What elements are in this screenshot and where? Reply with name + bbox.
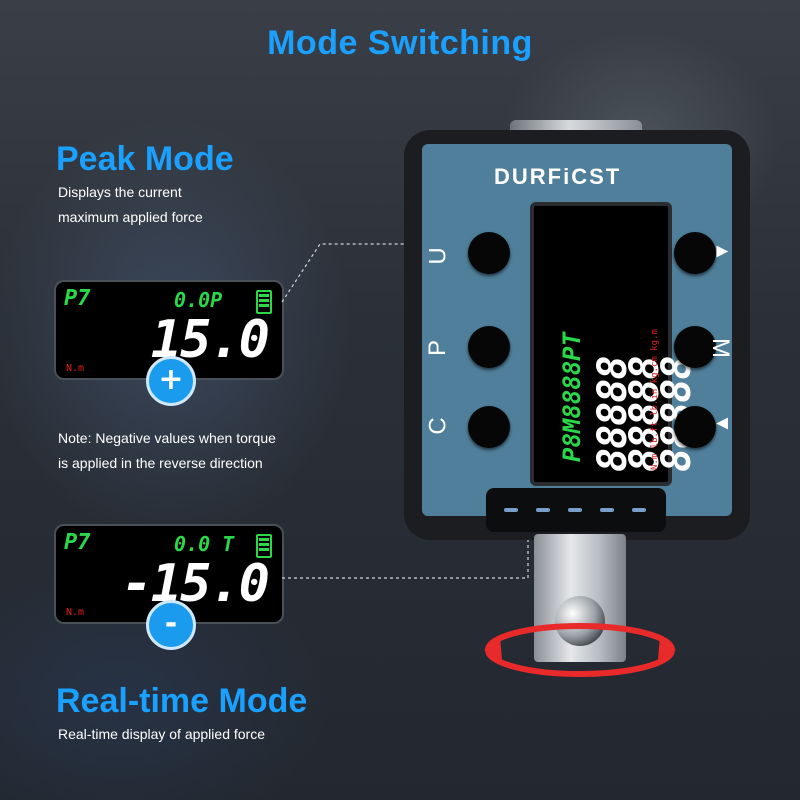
device-face: DURFiCST P8M8888PT 88888 88888 88888 N.m… <box>422 144 734 532</box>
u-label: U <box>424 247 452 265</box>
mode-button[interactable] <box>674 326 716 368</box>
led-bar <box>486 488 666 532</box>
arrow-up-icon: ▲ <box>711 241 734 262</box>
detent-ball <box>555 596 605 646</box>
realtime-mode-description: Real-time display of applied force <box>58 726 265 742</box>
right-down-button[interactable] <box>674 406 716 448</box>
unit-label: N.m <box>66 363 85 374</box>
m-label: M <box>707 338 734 358</box>
torque-value: -15.0 <box>121 554 270 614</box>
led-indicator <box>600 508 614 512</box>
peak-indicator: 0.0P <box>174 288 223 312</box>
lcd-digit-rows: 88888 88888 88888 <box>590 356 700 472</box>
battery-icon <box>256 534 272 558</box>
p-label: P <box>424 339 452 357</box>
led-indicator <box>632 508 646 512</box>
led-indicator <box>536 508 550 512</box>
peak-mode-display: P7 0.0P 15.0 N.m <box>54 280 284 380</box>
realtime-mode-heading: Real-time Mode <box>56 682 308 720</box>
note-text: Note: Negative values when torque is app… <box>58 430 276 471</box>
c-label: C <box>424 417 452 435</box>
plus-badge: + <box>146 356 196 406</box>
lcd-unit-labels: N.m lb.ft lb.in kg.cm kg.m <box>650 329 660 470</box>
rotation-arrow-icon <box>484 623 676 677</box>
minus-badge: - <box>146 600 196 650</box>
unit-label: N.m <box>66 607 85 618</box>
up-button[interactable] <box>468 232 510 274</box>
peak-button[interactable] <box>468 326 510 368</box>
arrow-down-icon: ▼ <box>711 413 734 434</box>
lcd-green-segments: P8M8888PT <box>558 331 586 462</box>
page-title: Mode Switching <box>267 24 533 62</box>
device-lcd: P8M8888PT 88888 88888 88888 N.m lb.ft lb… <box>530 202 700 486</box>
mode-code: P7 <box>64 530 91 555</box>
right-up-button[interactable] <box>674 232 716 274</box>
led-indicator <box>568 508 582 512</box>
mode-code: P7 <box>64 286 91 311</box>
led-indicator <box>504 508 518 512</box>
brand-logo: DURFiCST <box>494 164 622 189</box>
battery-icon <box>256 290 272 314</box>
torque-adapter-device: DURFiCST P8M8888PT 88888 88888 88888 N.m… <box>404 130 750 540</box>
peak-mode-description: Displays the current maximum applied for… <box>58 184 203 225</box>
realtime-indicator: 0.0 T <box>174 532 235 556</box>
peak-mode-heading: Peak Mode <box>56 140 234 178</box>
clear-button[interactable] <box>468 406 510 448</box>
